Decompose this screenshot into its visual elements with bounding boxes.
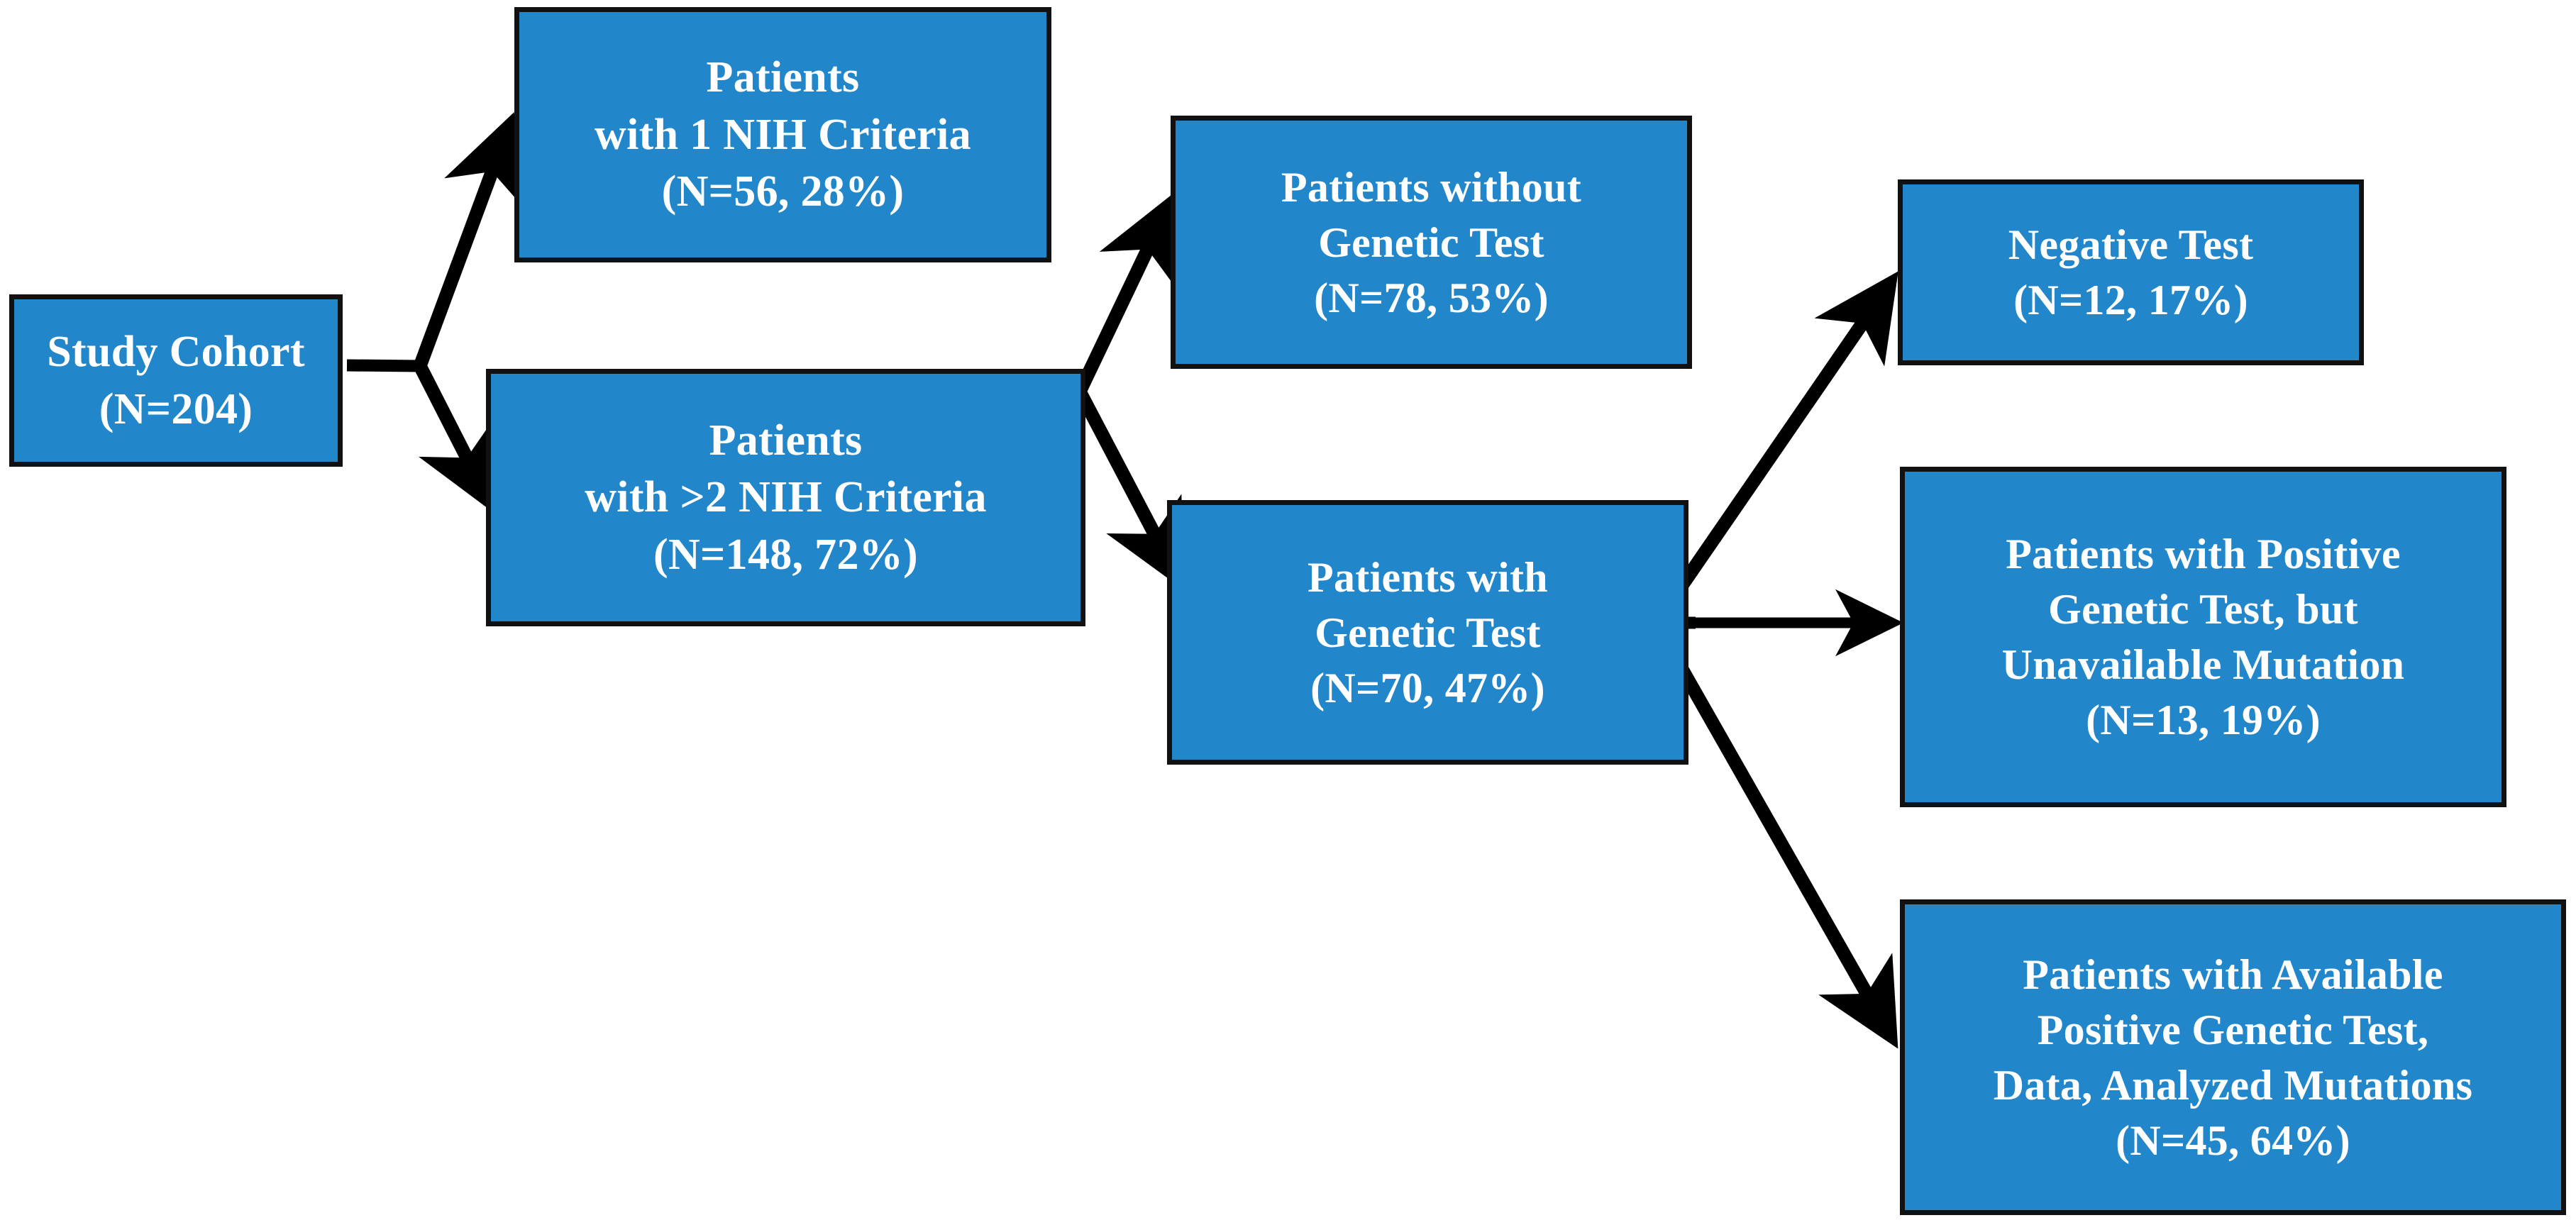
node-study-cohort-line-2: (N=204) bbox=[99, 384, 253, 433]
edge-with-test-to-negative-test bbox=[1652, 271, 1898, 626]
node-with-test-line-2: Genetic Test bbox=[1315, 609, 1541, 656]
node-without-test-line-3: (N=78, 53%) bbox=[1314, 274, 1549, 321]
node-negative-test-line-1: Negative Test bbox=[2008, 221, 2254, 268]
node-with-test-line-1: Patients with bbox=[1308, 553, 1548, 601]
node-one-nih-line-1: Patients bbox=[706, 53, 860, 102]
node-one-nih-line-2: with 1 NIH Criteria bbox=[595, 110, 971, 159]
edge-two-nih-to-with-test bbox=[1073, 388, 1184, 590]
node-positive-test-unavailable-mutation[interactable]: Patients with Positive Genetic Test, but… bbox=[1900, 467, 2506, 807]
node-one-nih-line-3: (N=56, 28%) bbox=[661, 167, 905, 216]
node-positive-analyzed-line-4: (N=45, 64%) bbox=[2116, 1116, 2350, 1164]
node-patients-with-genetic-test[interactable]: Patients with Genetic Test (N=70, 47%) bbox=[1167, 500, 1688, 765]
node-positive-unavail-line-2: Genetic Test, but bbox=[2048, 586, 2358, 633]
node-two-nih-line-2: with >2 NIH Criteria bbox=[585, 473, 987, 522]
node-study-cohort-line-1: Study Cohort bbox=[47, 327, 305, 376]
node-study-cohort[interactable]: Study Cohort (N=204) bbox=[9, 294, 343, 467]
node-positive-unavail-line-3: Unavailable Mutation bbox=[2001, 641, 2405, 688]
node-two-nih-line-3: (N=148, 72%) bbox=[653, 530, 918, 579]
edge-with-test-to-positive-analyzed bbox=[1651, 622, 1898, 1049]
node-positive-unavail-line-1: Patients with Positive bbox=[2006, 531, 2401, 577]
edge-study-cohort-to-one-nih bbox=[414, 112, 524, 369]
edge-study-cohort-fork bbox=[346, 359, 421, 372]
node-available-positive-genetic-test-analyzed[interactable]: Patients with Available Positive Genetic… bbox=[1900, 899, 2566, 1215]
edge-study-cohort-to-two-nih bbox=[414, 362, 496, 514]
node-without-test-line-1: Patients without bbox=[1281, 163, 1582, 211]
node-positive-unavail-line-4: (N=13, 19%) bbox=[2086, 697, 2321, 743]
node-with-test-line-3: (N=70, 47%) bbox=[1310, 664, 1545, 711]
node-positive-analyzed-line-1: Patients with Available bbox=[2023, 950, 2443, 998]
node-patients-without-genetic-test[interactable]: Patients without Genetic Test (N=78, 53%… bbox=[1171, 116, 1692, 369]
node-negative-test-line-2: (N=12, 17%) bbox=[2013, 277, 2248, 323]
node-positive-analyzed-line-2: Positive Genetic Test, bbox=[2037, 1006, 2429, 1053]
node-negative-test[interactable]: Negative Test (N=12, 17%) bbox=[1898, 179, 2364, 365]
node-positive-analyzed-line-3: Data, Analyzed Mutations bbox=[1993, 1061, 2473, 1109]
node-without-test-line-2: Genetic Test bbox=[1318, 218, 1544, 266]
edge-two-nih-to-without-test bbox=[1073, 192, 1176, 395]
node-patients-2plus-nih-criteria[interactable]: Patients with >2 NIH Criteria (N=148, 72… bbox=[486, 369, 1085, 626]
node-two-nih-line-1: Patients bbox=[709, 416, 863, 465]
node-patients-1-nih-criteria[interactable]: Patients with 1 NIH Criteria (N=56, 28%) bbox=[514, 7, 1051, 262]
